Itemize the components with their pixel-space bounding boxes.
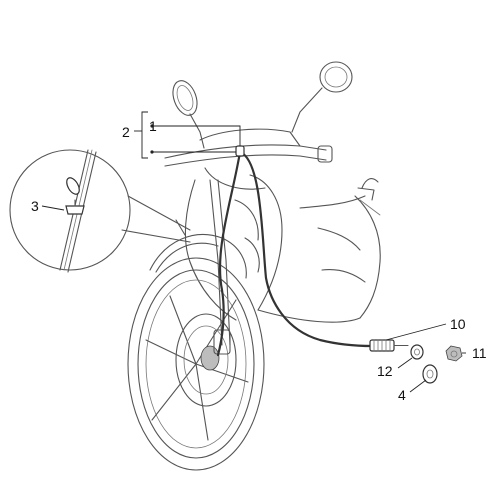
callout-3: 3 xyxy=(31,198,39,214)
cable-end-fitting xyxy=(369,339,409,352)
leader-lines xyxy=(41,111,466,393)
washer-part-12 xyxy=(410,344,424,360)
nut-part-11 xyxy=(445,345,463,362)
front-wheel xyxy=(127,257,265,471)
callout-11: 11 xyxy=(472,345,487,361)
front-fender xyxy=(149,219,247,279)
callout-12: 12 xyxy=(377,363,393,379)
bushing-part-4 xyxy=(422,364,438,384)
detail-inset xyxy=(9,149,191,273)
callout-1: 1 xyxy=(149,118,157,134)
scooter-body xyxy=(184,174,381,323)
front-fork xyxy=(209,179,231,346)
speedometer-cable xyxy=(216,145,374,357)
callout-4: 4 xyxy=(398,387,406,403)
callout-10: 10 xyxy=(450,316,466,332)
callout-2: 2 xyxy=(122,124,130,140)
left-mirror xyxy=(172,80,205,149)
right-mirror xyxy=(291,61,353,133)
